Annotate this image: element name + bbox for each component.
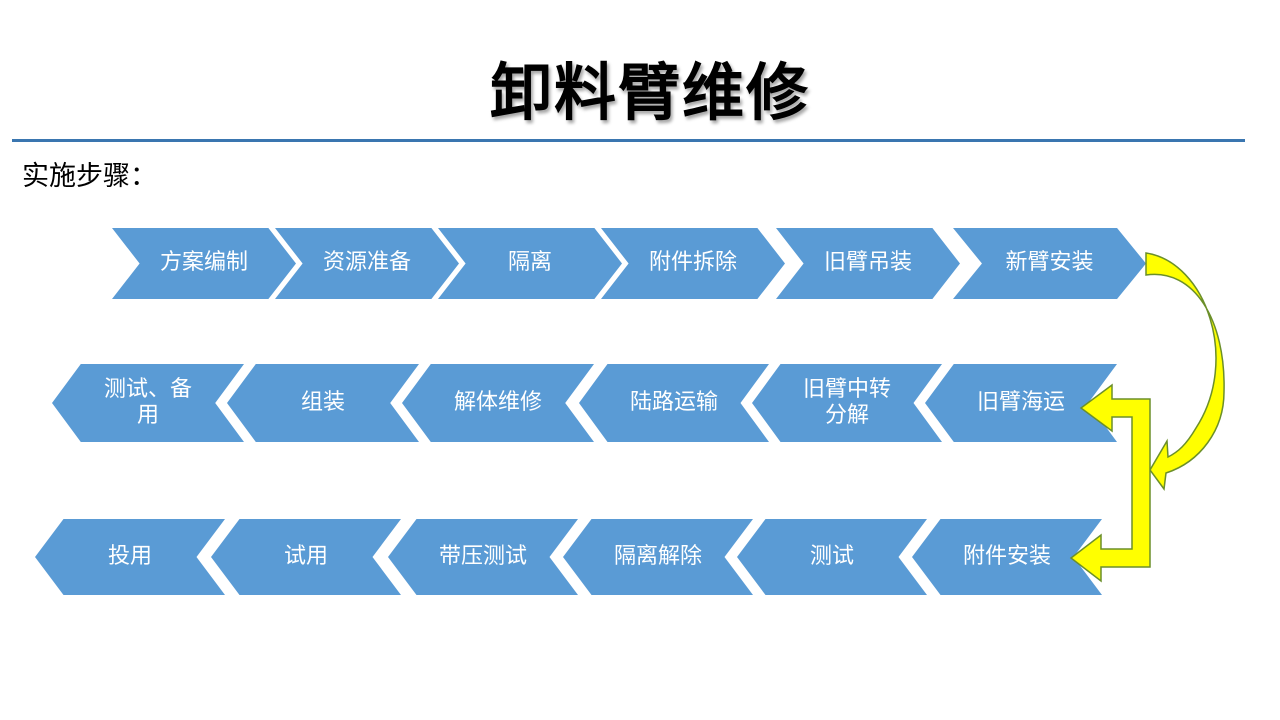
- step-chevron: 旧臂中转分解: [752, 364, 942, 442]
- step-label: 旧臂吊装: [823, 250, 912, 276]
- step-label: 解体维修: [453, 389, 542, 415]
- step-label: 带压测试: [438, 543, 527, 569]
- step-label: 附件安装: [962, 543, 1051, 569]
- step-label: 资源准备: [322, 250, 411, 276]
- step-chevron: 新臂安装: [953, 228, 1146, 299]
- step-label: 测试: [809, 543, 854, 569]
- step-chevron: 方案编制: [112, 228, 296, 299]
- step-label: 隔离解除: [613, 543, 702, 569]
- step-chevron: 投用: [35, 519, 225, 595]
- step-chevron: 组装: [227, 364, 419, 442]
- step-chevron: 附件拆除: [601, 228, 785, 299]
- section-heading: 实施步骤：: [22, 161, 157, 192]
- step-chevron: 隔离解除: [563, 519, 753, 595]
- step-label: 方案编制: [159, 250, 248, 276]
- step-chevron: 试用: [211, 519, 401, 595]
- step-chevron: 附件安装: [912, 519, 1102, 595]
- step-label: 旧臂中转分解: [802, 376, 891, 428]
- step-chevron: 旧臂海运: [925, 364, 1117, 442]
- step-label: 旧臂海运: [976, 389, 1065, 415]
- title-divider: [12, 139, 1245, 142]
- step-label: 试用: [283, 543, 328, 569]
- step-chevron: 旧臂吊装: [776, 228, 960, 299]
- step-label: 陆路运输: [629, 389, 718, 415]
- step-chevron: 隔离: [438, 228, 622, 299]
- step-chevron: 测试、备用: [52, 364, 244, 442]
- step-label: 组装: [300, 389, 345, 415]
- page-title: 卸料臂维修: [489, 56, 810, 129]
- curved-connector-arrow: [1145, 252, 1225, 491]
- step-label: 新臂安装: [1005, 250, 1094, 276]
- step-label: 投用: [107, 543, 152, 569]
- step-label: 测试、备用: [103, 376, 192, 428]
- step-label: 附件拆除: [648, 250, 737, 276]
- step-chevron: 陆路运输: [579, 364, 769, 442]
- bracket-connector-arrow: [1069, 383, 1151, 583]
- step-chevron: 测试: [737, 519, 927, 595]
- step-label: 隔离: [507, 250, 552, 276]
- step-chevron: 带压测试: [388, 519, 578, 595]
- step-chevron: 解体维修: [402, 364, 594, 442]
- step-chevron: 资源准备: [275, 228, 459, 299]
